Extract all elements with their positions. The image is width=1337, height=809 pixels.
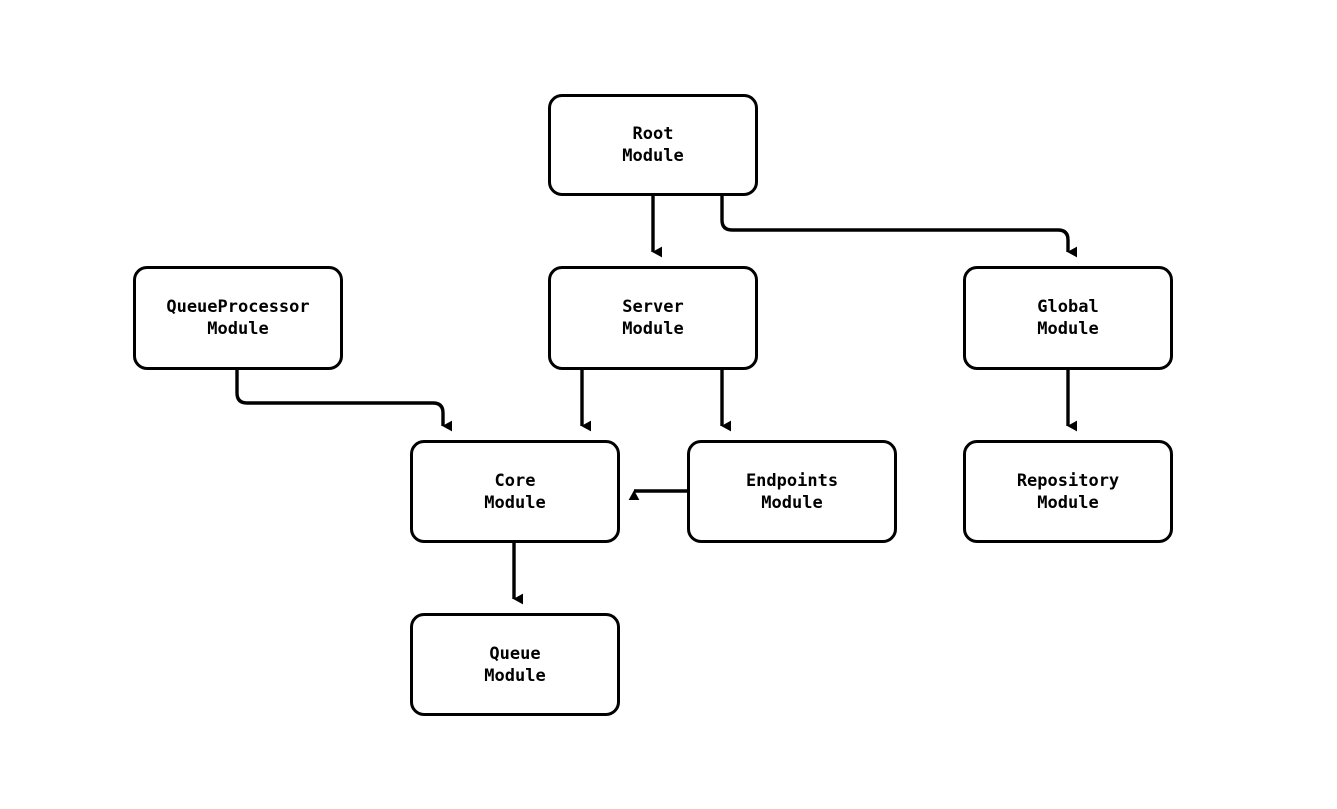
node-core-module-label: Core Module [484, 470, 546, 513]
node-endpoints-module[interactable]: Endpoints Module [687, 440, 897, 543]
node-queue-module-label: Queue Module [484, 643, 546, 686]
node-endpoints-module-label: Endpoints Module [745, 470, 839, 513]
edge-root-to-global [720, 196, 1078, 258]
node-repository-module[interactable]: Repository Module [963, 440, 1173, 543]
node-server-module-label: Server Module [622, 297, 684, 339]
node-queueprocessor-module-label: QueueProcessor Module [166, 297, 310, 339]
node-core-module[interactable]: Core Module [410, 440, 620, 543]
node-global-module[interactable]: Global Module [963, 266, 1173, 370]
node-queueprocessor-module[interactable]: QueueProcessor Module [133, 266, 343, 370]
node-root-module[interactable]: Root Module [548, 94, 758, 196]
node-queue-module[interactable]: Queue Module [410, 613, 620, 716]
node-root-module-label: Root Module [622, 124, 684, 166]
node-repository-module-label: Repository Module [1016, 470, 1120, 513]
node-server-module[interactable]: Server Module [548, 266, 758, 370]
node-global-module-label: Global Module [1037, 297, 1099, 339]
edge-queueprocessor-to-core [235, 370, 453, 432]
